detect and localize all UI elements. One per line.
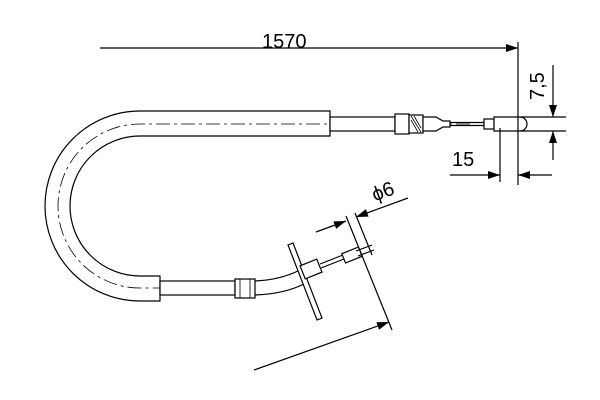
dim-lower-length-line xyxy=(253,321,390,371)
lower-curved-cable xyxy=(254,269,307,296)
dimension-length-label: 1570 xyxy=(262,31,307,53)
lower-plate xyxy=(287,242,323,321)
top-end-fitting xyxy=(493,116,528,132)
top-sleeve xyxy=(422,116,451,132)
top-cable xyxy=(329,116,396,132)
dimension-height-label: 7,5 xyxy=(527,72,549,100)
lower-wire xyxy=(319,254,345,269)
dim-6-line-left xyxy=(315,220,347,233)
cable-sheath xyxy=(44,110,331,302)
lower-bushing xyxy=(299,258,323,280)
top-wire xyxy=(450,121,484,127)
cable-centerline xyxy=(57,123,470,289)
lower-ferrule xyxy=(234,278,256,299)
top-ferrule xyxy=(394,113,410,135)
dimension-offset-label: 15 xyxy=(452,149,475,171)
lower-cable xyxy=(159,280,236,296)
dim-6-line-right xyxy=(355,197,409,218)
